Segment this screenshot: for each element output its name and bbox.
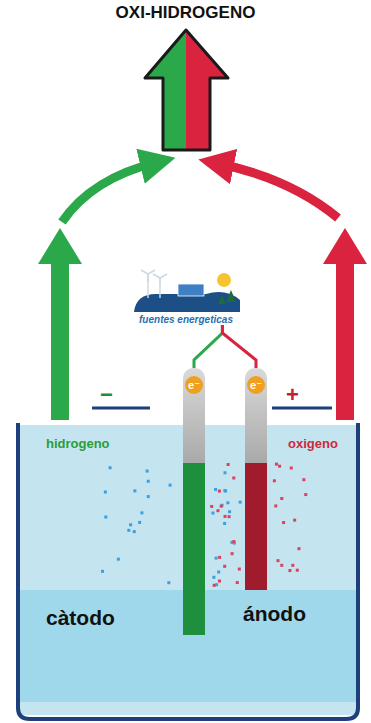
gas-label: oxigeno — [288, 436, 338, 451]
terminal-sign: − — [100, 382, 113, 408]
hydrogen-arrow — [38, 228, 82, 420]
source-label: fuentes energeticas — [121, 314, 251, 325]
energy-source: fuentes energeticas — [121, 268, 251, 325]
electrode-label: ánodo — [243, 602, 306, 626]
electrode: e⁻ — [183, 368, 205, 635]
output-arrow — [145, 30, 228, 150]
energy-icon — [126, 268, 246, 314]
oxygen-arrow — [323, 228, 367, 420]
electron-symbol: e⁻ — [247, 376, 265, 394]
electrode-label: càtodo — [46, 606, 115, 630]
electron-symbol: e⁻ — [185, 376, 203, 394]
gas-label: hidrogeno — [46, 436, 110, 451]
power-wire — [222, 325, 256, 368]
electrode: e⁻ — [245, 368, 267, 590]
hydrogen-flow — [62, 162, 158, 222]
terminal-sign: + — [286, 382, 299, 408]
diagram-title: OXI-HIDROGENO — [0, 3, 371, 23]
power-wire — [194, 325, 222, 368]
oxygen-flow — [216, 163, 338, 218]
terminal-line — [272, 407, 332, 410]
